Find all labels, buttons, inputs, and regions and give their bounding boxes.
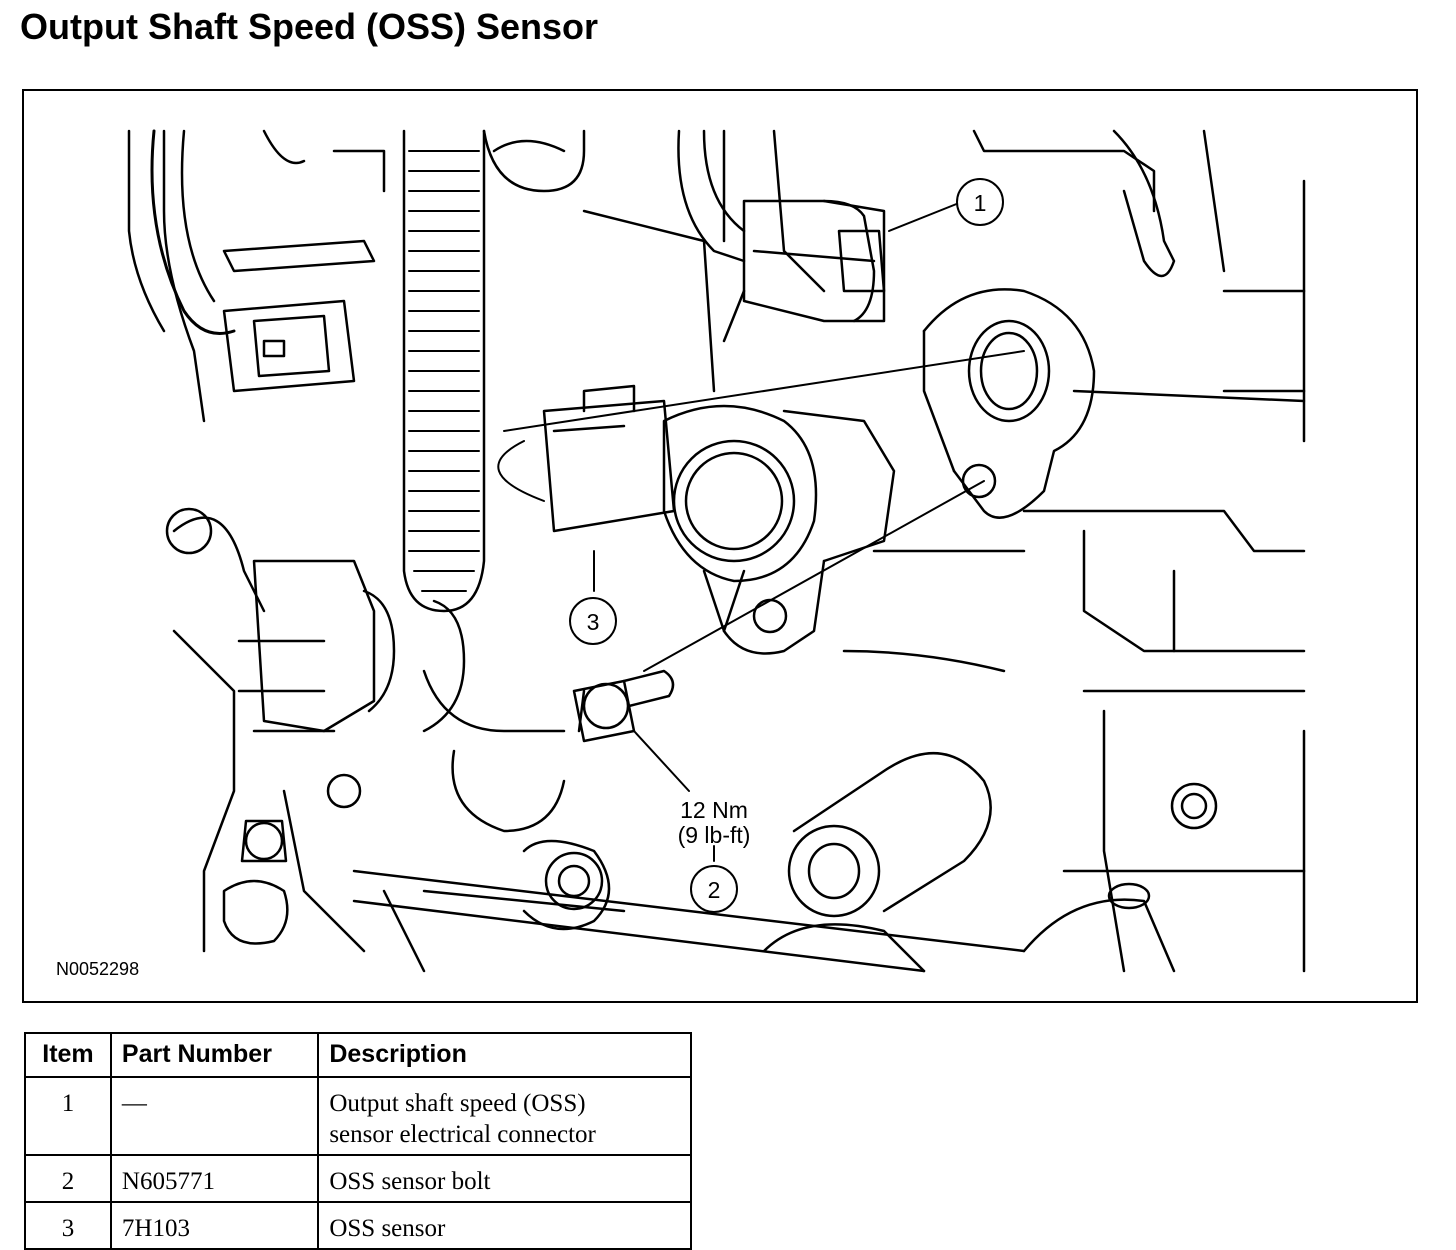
table-row: 1 — Output shaft speed (OSS) sensor elect… — [24, 1076, 692, 1156]
wiring-harness-loom — [150, 129, 746, 613]
description-line: Output shaft speed (OSS) — [329, 1090, 586, 1117]
callout-3-label: 3 — [587, 609, 600, 635]
cell-description: OSS sensor — [317, 1201, 692, 1250]
sensor-mounting-boss — [922, 288, 1096, 519]
oss-sensor-illustration: 1 3 2 12 Nm (9 lb-ft) N0052298 — [56, 129, 1306, 979]
cell-part-number: — — [109, 1076, 320, 1156]
callout-2: 2 — [690, 865, 738, 913]
torque-value: 12 Nm — [680, 797, 748, 823]
cell-part-number: 7H103 — [109, 1201, 320, 1250]
parts-table: Item Part Number Description 1 — Output … — [24, 1032, 692, 1250]
callout-3: 3 — [569, 597, 617, 645]
cell-description: OSS sensor bolt — [317, 1154, 692, 1203]
callout-2-label: 2 — [708, 877, 721, 903]
torque-value-imperial: (9 lb-ft) — [678, 822, 751, 848]
table-row: 3 7H103 OSS sensor — [24, 1201, 692, 1250]
cell-item: 3 — [24, 1201, 112, 1250]
oss-electrical-connector — [722, 199, 886, 343]
callout-1-label: 1 — [974, 190, 987, 216]
figure-id: N0052298 — [56, 959, 139, 979]
oss-sensor-bolt — [572, 669, 675, 743]
column-header-item: Item — [24, 1032, 112, 1078]
callout-1: 1 — [956, 178, 1004, 226]
cell-description: Output shaft speed (OSS) sensor electrica… — [317, 1076, 692, 1156]
column-header-description: Description — [317, 1032, 692, 1078]
table-row: 2 N605771 OSS sensor bolt — [24, 1154, 692, 1203]
diagram-figure: 1 3 2 12 Nm (9 lb-ft) N0052298 — [22, 89, 1418, 1003]
left-connector — [222, 239, 376, 393]
column-header-part-number: Part Number — [109, 1032, 320, 1078]
lower-components — [165, 507, 466, 945]
cell-part-number: N605771 — [109, 1154, 320, 1203]
transmission-case-outline — [127, 129, 1306, 973]
description-line: sensor electrical connector — [329, 1121, 596, 1148]
cell-item: 2 — [24, 1154, 112, 1203]
leader-lines — [497, 200, 1025, 862]
page-title: Output Shaft Speed (OSS) Sensor — [20, 6, 599, 47]
cell-item: 1 — [24, 1076, 112, 1156]
table-header-row: Item Part Number Description — [24, 1032, 692, 1078]
lower-right-cylinder — [544, 752, 1218, 918]
